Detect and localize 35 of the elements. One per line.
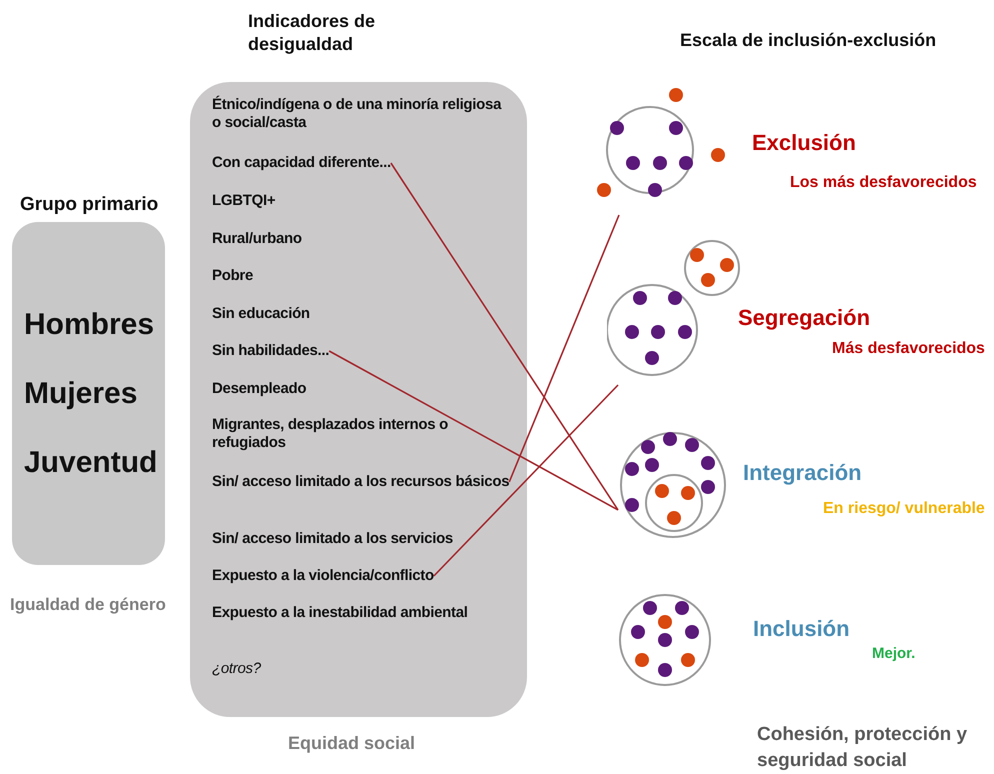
indicator-text: Expuesto a la violencia/conflicto xyxy=(212,567,434,585)
level-description: Mejor. xyxy=(872,645,916,662)
scale-heading: Escala de inclusión-exclusión xyxy=(680,29,938,52)
group-name: Juventud xyxy=(24,446,158,480)
indicator-text: Rural/urbano xyxy=(212,230,302,248)
panel-caption: Igualdad de género xyxy=(10,595,166,615)
indicator-text: LGBTQI+ xyxy=(212,192,276,210)
panel-heading: Grupo primario xyxy=(20,194,158,216)
indicator-text: ¿otros? xyxy=(212,660,261,678)
scale-level-label: Integración xyxy=(743,460,862,486)
indicator-text: Sin educación xyxy=(212,305,310,323)
connector-line xyxy=(328,350,618,511)
indicator-text: Pobre xyxy=(212,267,254,285)
indicator-text: Sin/ acceso limitado a los servicios xyxy=(212,530,453,548)
connector-line xyxy=(390,162,619,510)
panel-heading: Indicadores de desigualdad xyxy=(248,10,376,56)
group-name: Hombres xyxy=(24,308,154,342)
indicator-text: Con capacidad diferente... xyxy=(212,154,391,172)
group-name: Mujeres xyxy=(24,377,138,411)
indicator-text: Desempleado xyxy=(212,380,306,398)
scale-level-label: Exclusión xyxy=(752,130,856,156)
connector-line xyxy=(433,384,619,577)
indicator-text: Sin habilidades... xyxy=(212,342,330,360)
level-description: En riesgo/ vulnerable xyxy=(823,500,985,518)
indicator-text: Étnico/indígena o de una minoría religiosa o social/casta xyxy=(212,96,512,132)
panel-caption: Equidad social xyxy=(288,733,416,754)
indicator-text: Migrantes, desplazados internos o refugiados xyxy=(212,416,512,452)
indicator-text: Expuesto a la inestabilidad ambiental xyxy=(212,604,468,622)
scale-level-label: Segregación xyxy=(738,305,870,331)
level-description: Los más desfavorecidos xyxy=(790,174,977,192)
connector-line xyxy=(508,214,620,482)
scale-level-label: Inclusión xyxy=(753,616,850,642)
indicator-text: Sin/ acceso limitado a los recursos básicos xyxy=(212,473,510,491)
scale-caption: Cohesión, protección y seguridad social xyxy=(757,723,968,773)
level-description: Más desfavorecidos xyxy=(832,340,985,358)
